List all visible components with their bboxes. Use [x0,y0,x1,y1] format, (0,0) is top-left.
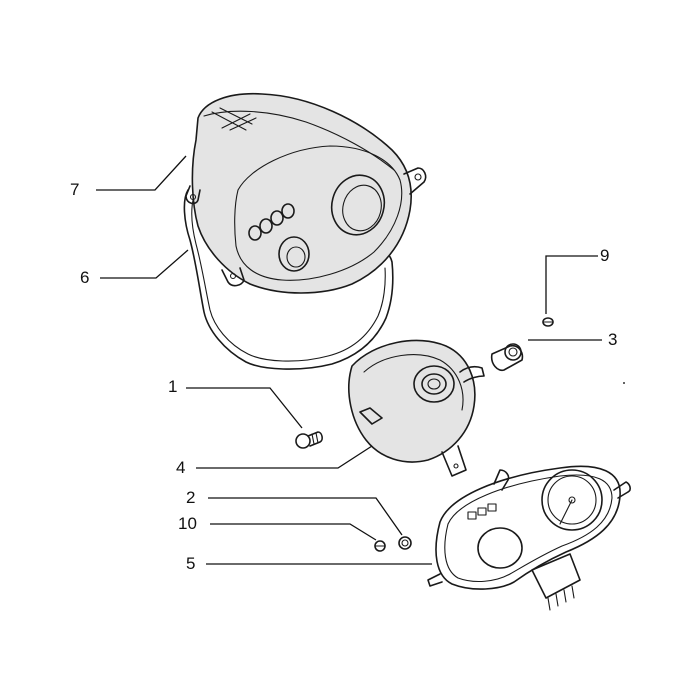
leader-line-1 [186,387,303,429]
leader-line-2 [208,497,403,536]
part-5-instrument-cluster [427,465,631,611]
part-6-gasket [183,189,394,370]
leader-line-6 [100,249,189,279]
part-9-screw [542,317,554,327]
callout-9: 9 [600,246,610,265]
part-10-nut [374,540,386,552]
stray-dot [623,382,625,384]
part-3-bushing [490,343,524,372]
part-7-cover [185,92,427,294]
callout-10: 10 [178,514,197,533]
leader-line-10 [210,523,377,541]
leader-line-9 [545,255,598,314]
part-1-screw [295,431,323,449]
callout-5: 5 [186,554,196,573]
leader-line-4 [196,445,373,469]
callout-1: 1 [168,377,178,396]
callout-6: 6 [80,268,90,287]
part-2-screw [398,536,412,550]
leader-line-7 [96,155,187,191]
callout-3: 3 [608,330,618,349]
callout-2: 2 [186,488,196,507]
callout-7: 7 [70,180,80,199]
part-4-housing [348,339,485,477]
callout-4: 4 [176,458,186,477]
